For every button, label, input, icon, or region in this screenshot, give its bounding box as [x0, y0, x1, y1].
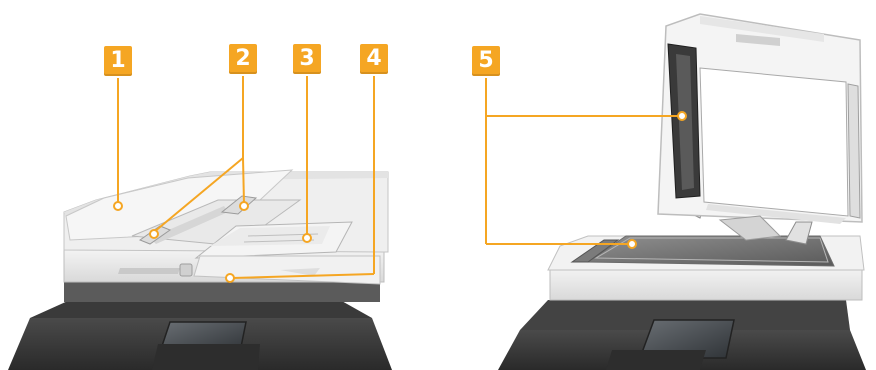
- callout-dot-5a: [678, 112, 686, 120]
- callout-number-1: 1: [110, 46, 125, 76]
- callout-number-2: 2: [235, 44, 250, 74]
- printer-right: [498, 14, 866, 370]
- callout-dot-4: [226, 274, 234, 282]
- callout-dot-1: [114, 202, 122, 210]
- printer-left: [8, 170, 392, 370]
- callout-dot-2b: [240, 202, 248, 210]
- callout-dot-3: [303, 234, 311, 242]
- callout-dot-5b: [628, 240, 636, 248]
- document-pad: [700, 68, 848, 216]
- callout-number-4: 4: [366, 44, 381, 74]
- callout-number-3: 3: [299, 44, 314, 74]
- callout-badge-5: 5: [472, 46, 500, 76]
- callout-badge-1: 1: [104, 46, 132, 76]
- callout-badge-2: 2: [229, 44, 257, 74]
- callout-badge-4: 4: [360, 44, 388, 74]
- callout-number-5: 5: [478, 46, 493, 76]
- callout-dot-2a: [150, 230, 158, 238]
- callout-badge-3: 3: [293, 44, 321, 74]
